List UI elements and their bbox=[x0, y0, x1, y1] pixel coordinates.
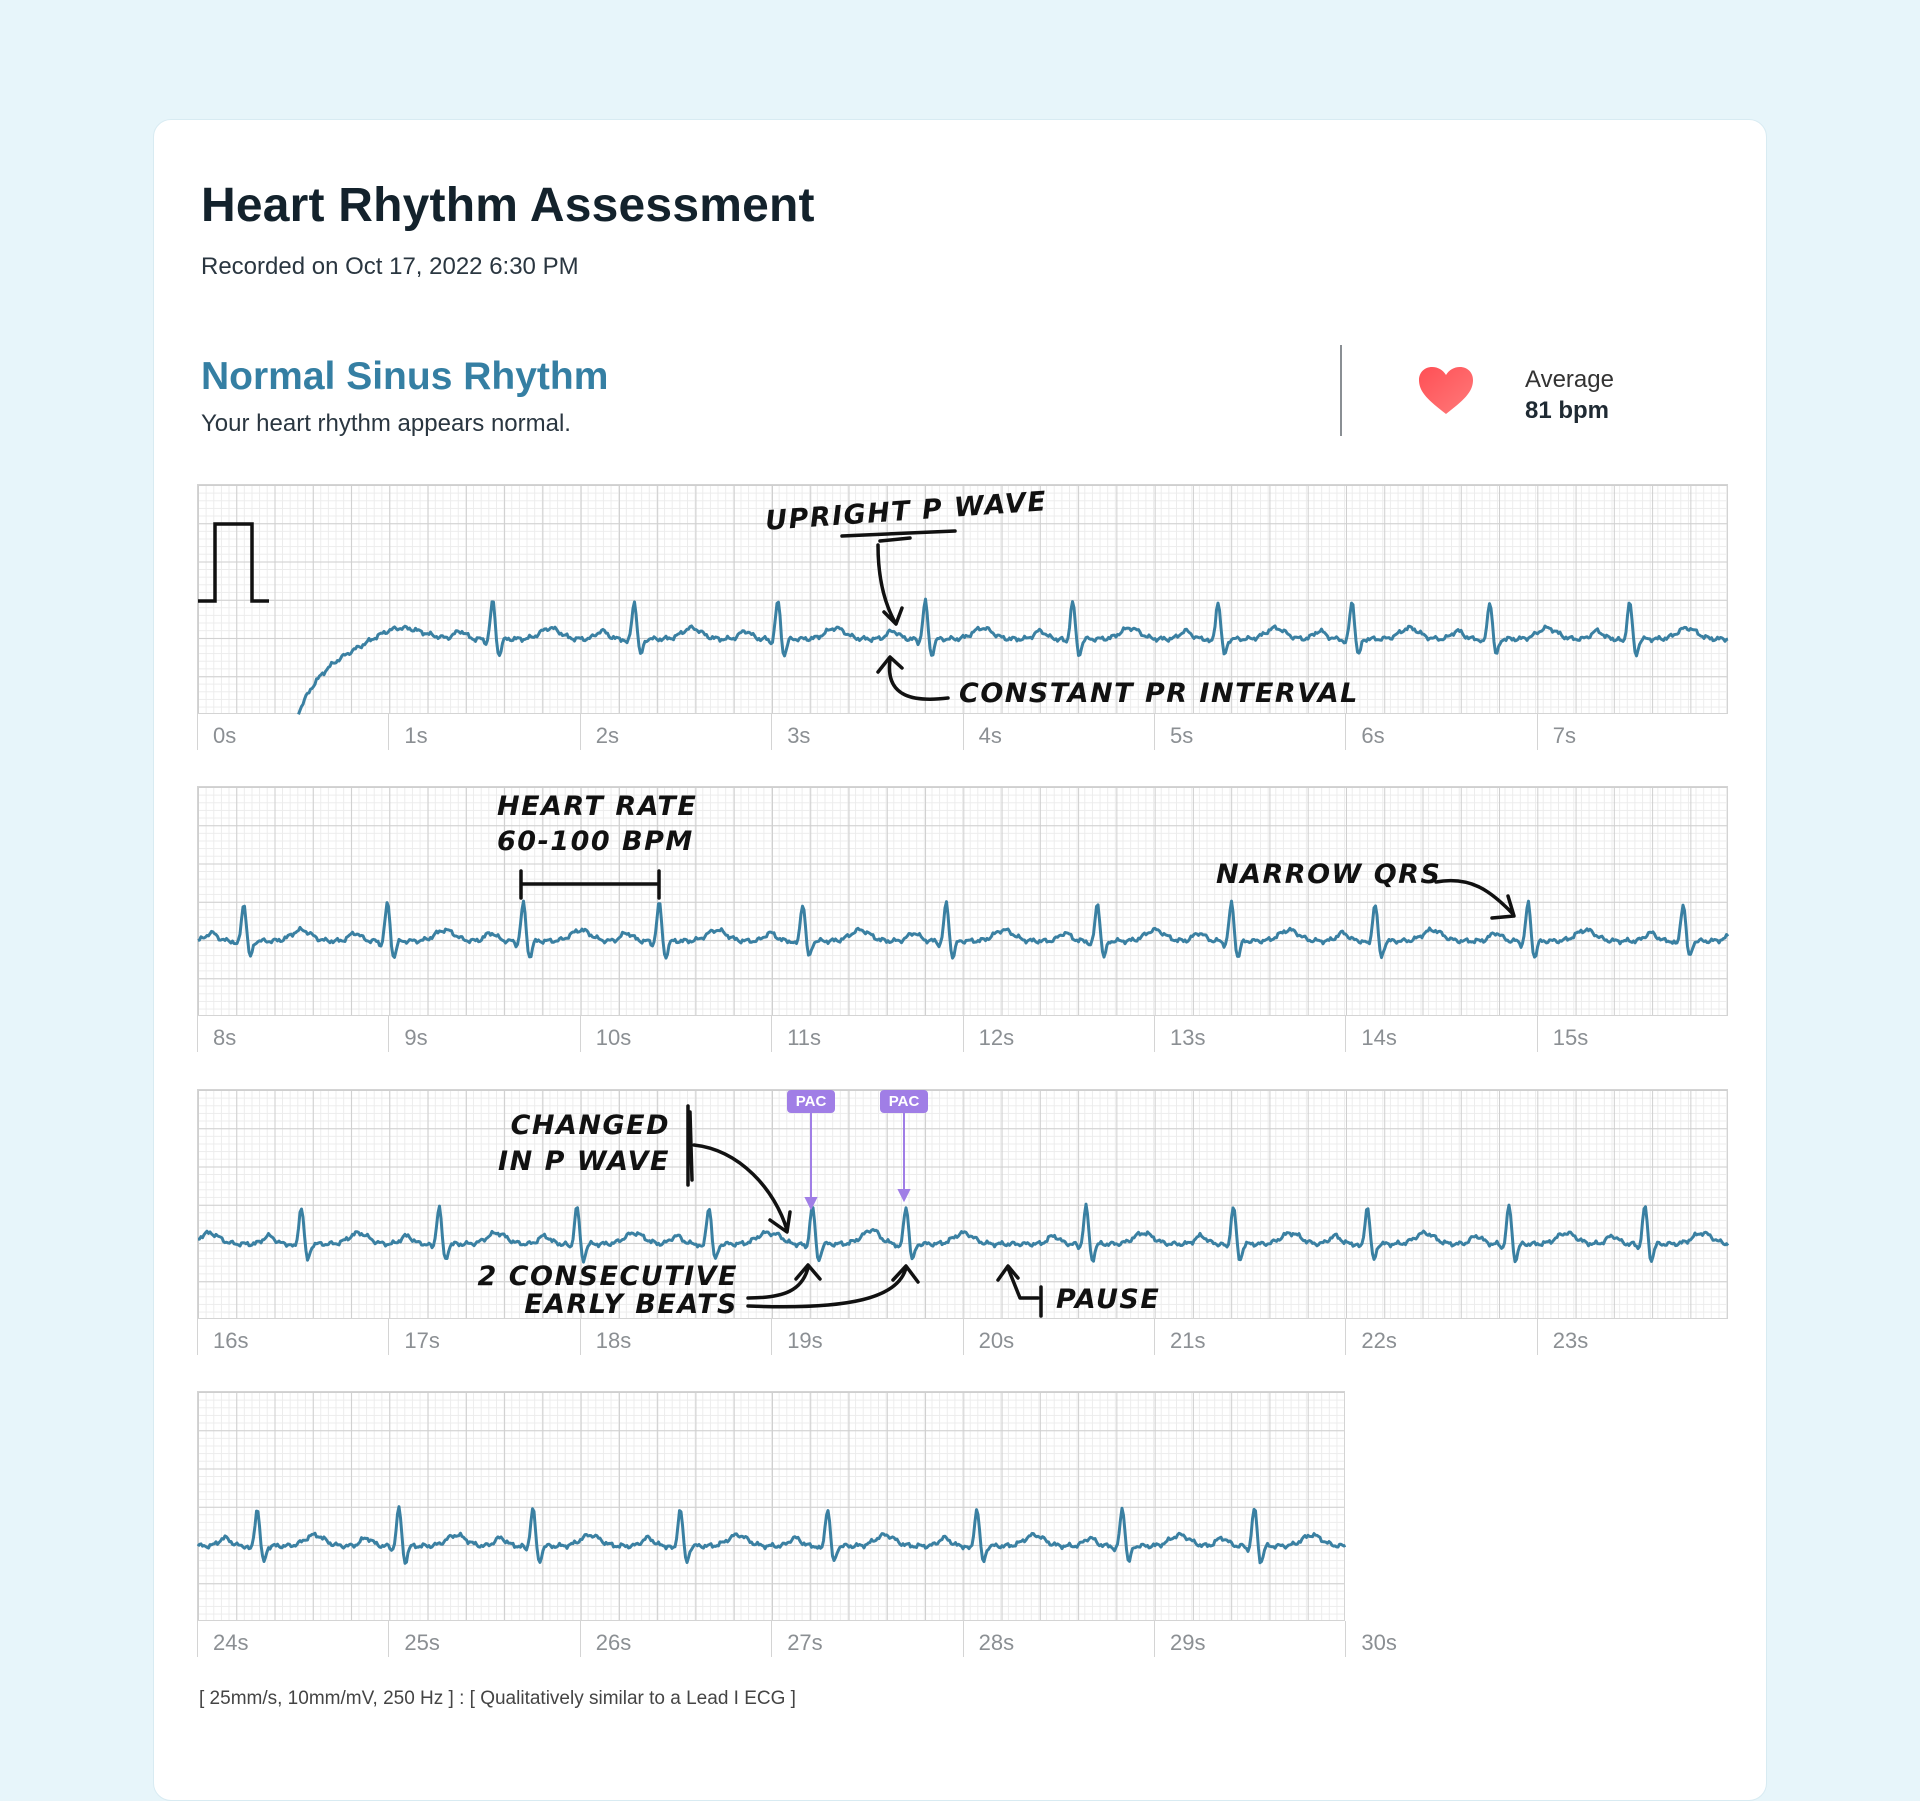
annotation-narrow-qrs: NARROW QRS bbox=[1216, 859, 1442, 890]
calibration-pulse bbox=[198, 522, 269, 603]
time-tick bbox=[1154, 1621, 1155, 1657]
time-tick-label: 18s bbox=[595, 1328, 632, 1353]
annotation-changed-p: CHANGED bbox=[510, 1110, 670, 1141]
pac-badge: PAC bbox=[880, 1090, 928, 1113]
time-tick-label: 16s bbox=[213, 1328, 249, 1353]
divider bbox=[1340, 345, 1342, 436]
time-tick-label: 17s bbox=[404, 1328, 440, 1353]
heart-icon bbox=[1419, 367, 1473, 414]
average-bpm: 81 bpm bbox=[1525, 397, 1610, 424]
ecg-strip bbox=[197, 484, 1729, 715]
time-tick-label: 24s bbox=[213, 1630, 249, 1655]
annotation-early-beats: 2 CONSECUTIVE bbox=[477, 1261, 738, 1292]
annotation-changed-p-2: IN P WAVE bbox=[498, 1146, 670, 1177]
time-tick-label: 5s bbox=[1170, 723, 1194, 748]
time-tick-label: 25s bbox=[404, 1630, 440, 1655]
rhythm-classification: Normal Sinus Rhythm bbox=[201, 355, 609, 398]
ecg-strip-plot bbox=[196, 1505, 1347, 1565]
time-tick bbox=[962, 1016, 964, 1052]
time-tick-label: 19s bbox=[787, 1328, 823, 1353]
annotation-pause: PAUSE bbox=[1056, 1284, 1161, 1315]
time-tick-label: 27s bbox=[787, 1630, 823, 1655]
annotation-constant-pr: CONSTANT PR INTERVAL bbox=[959, 678, 1359, 709]
time-tick-label: 8s bbox=[213, 1025, 237, 1050]
ecg-trace bbox=[196, 1505, 1347, 1565]
annotation-early-beats-2: EARLY BEATS bbox=[524, 1289, 738, 1320]
footnote: [ 25mm/s, 10mm/mV, 250 Hz ] : [ Qualitat… bbox=[199, 1688, 796, 1709]
time-tick bbox=[1154, 714, 1155, 750]
time-tick bbox=[197, 1016, 198, 1052]
page-title: Heart Rhythm Assessment bbox=[201, 179, 815, 232]
time-tick-label: 7s bbox=[1552, 723, 1577, 748]
time-tick bbox=[1536, 714, 1538, 750]
time-tick bbox=[579, 1621, 581, 1657]
time-tick-label: 0s bbox=[213, 723, 237, 748]
time-tick-label: 15s bbox=[1552, 1025, 1589, 1050]
time-tick-label: 9s bbox=[404, 1025, 428, 1050]
ecg-strip bbox=[197, 786, 1730, 1016]
time-tick-label: 11s bbox=[787, 1025, 822, 1050]
time-tick-label: 23s bbox=[1552, 1328, 1589, 1353]
time-tick-label: 2s bbox=[595, 723, 620, 748]
rhythm-description: Your heart rhythm appears normal. bbox=[201, 410, 571, 437]
ecg-strip bbox=[196, 1391, 1347, 1621]
ecg-strip bbox=[197, 1089, 1730, 1319]
time-tick-label: 4s bbox=[978, 723, 1002, 748]
time-tick bbox=[1536, 1016, 1538, 1052]
time-tick-label: 29s bbox=[1170, 1630, 1206, 1655]
time-tick bbox=[197, 1621, 198, 1657]
ecg-trace bbox=[198, 1202, 1730, 1264]
time-tick bbox=[197, 714, 198, 750]
ecg-trace bbox=[197, 899, 1730, 960]
time-tick bbox=[962, 714, 964, 750]
time-tick bbox=[1536, 1319, 1538, 1355]
time-tick bbox=[1345, 1016, 1347, 1052]
time-tick bbox=[579, 1016, 581, 1052]
time-tick bbox=[771, 714, 773, 750]
time-tick bbox=[1345, 714, 1347, 750]
time-tick bbox=[197, 1319, 198, 1355]
time-tick-label: 20s bbox=[978, 1328, 1015, 1353]
annotation-heart-rate: HEART RATE bbox=[497, 791, 698, 822]
time-tick-label: 6s bbox=[1361, 723, 1385, 748]
time-tick-label: 14s bbox=[1361, 1025, 1397, 1050]
time-tick bbox=[388, 1621, 390, 1657]
time-tick-label: 3s bbox=[787, 723, 811, 748]
time-tick-label: 28s bbox=[978, 1630, 1015, 1655]
time-tick bbox=[1345, 1319, 1347, 1355]
time-tick bbox=[1154, 1016, 1155, 1052]
time-tick bbox=[962, 1621, 964, 1657]
time-tick-label: 1s bbox=[404, 723, 428, 748]
pac-badge: PAC bbox=[787, 1090, 835, 1113]
time-tick-label: 21s bbox=[1170, 1328, 1206, 1353]
ecg-strip-plot bbox=[197, 899, 1730, 960]
time-tick bbox=[771, 1621, 773, 1657]
ecg-strip-plot bbox=[198, 522, 1729, 715]
time-tick bbox=[771, 1016, 773, 1052]
ecg-trace bbox=[297, 597, 1729, 715]
time-tick-label: 30s bbox=[1361, 1630, 1397, 1655]
time-tick-label: 22s bbox=[1361, 1328, 1397, 1353]
time-tick bbox=[388, 1319, 390, 1355]
time-tick bbox=[388, 714, 390, 750]
time-tick-label: 10s bbox=[595, 1025, 632, 1050]
average-label: Average bbox=[1525, 366, 1614, 393]
time-tick-label: 12s bbox=[978, 1025, 1015, 1050]
recorded-date: Recorded on Oct 17, 2022 6:30 PM bbox=[201, 253, 579, 280]
ecg-strip-plot bbox=[198, 1202, 1730, 1264]
annotation-heart-rate-range: 60-100 BPM bbox=[497, 826, 694, 857]
time-tick bbox=[1154, 1319, 1155, 1355]
time-tick bbox=[579, 1319, 581, 1355]
time-tick bbox=[579, 714, 581, 750]
time-tick bbox=[388, 1016, 390, 1052]
time-tick bbox=[771, 1319, 773, 1355]
time-tick bbox=[962, 1319, 964, 1355]
time-tick-label: 26s bbox=[595, 1630, 632, 1655]
time-tick bbox=[1345, 1621, 1347, 1657]
time-tick-label: 13s bbox=[1170, 1025, 1206, 1050]
